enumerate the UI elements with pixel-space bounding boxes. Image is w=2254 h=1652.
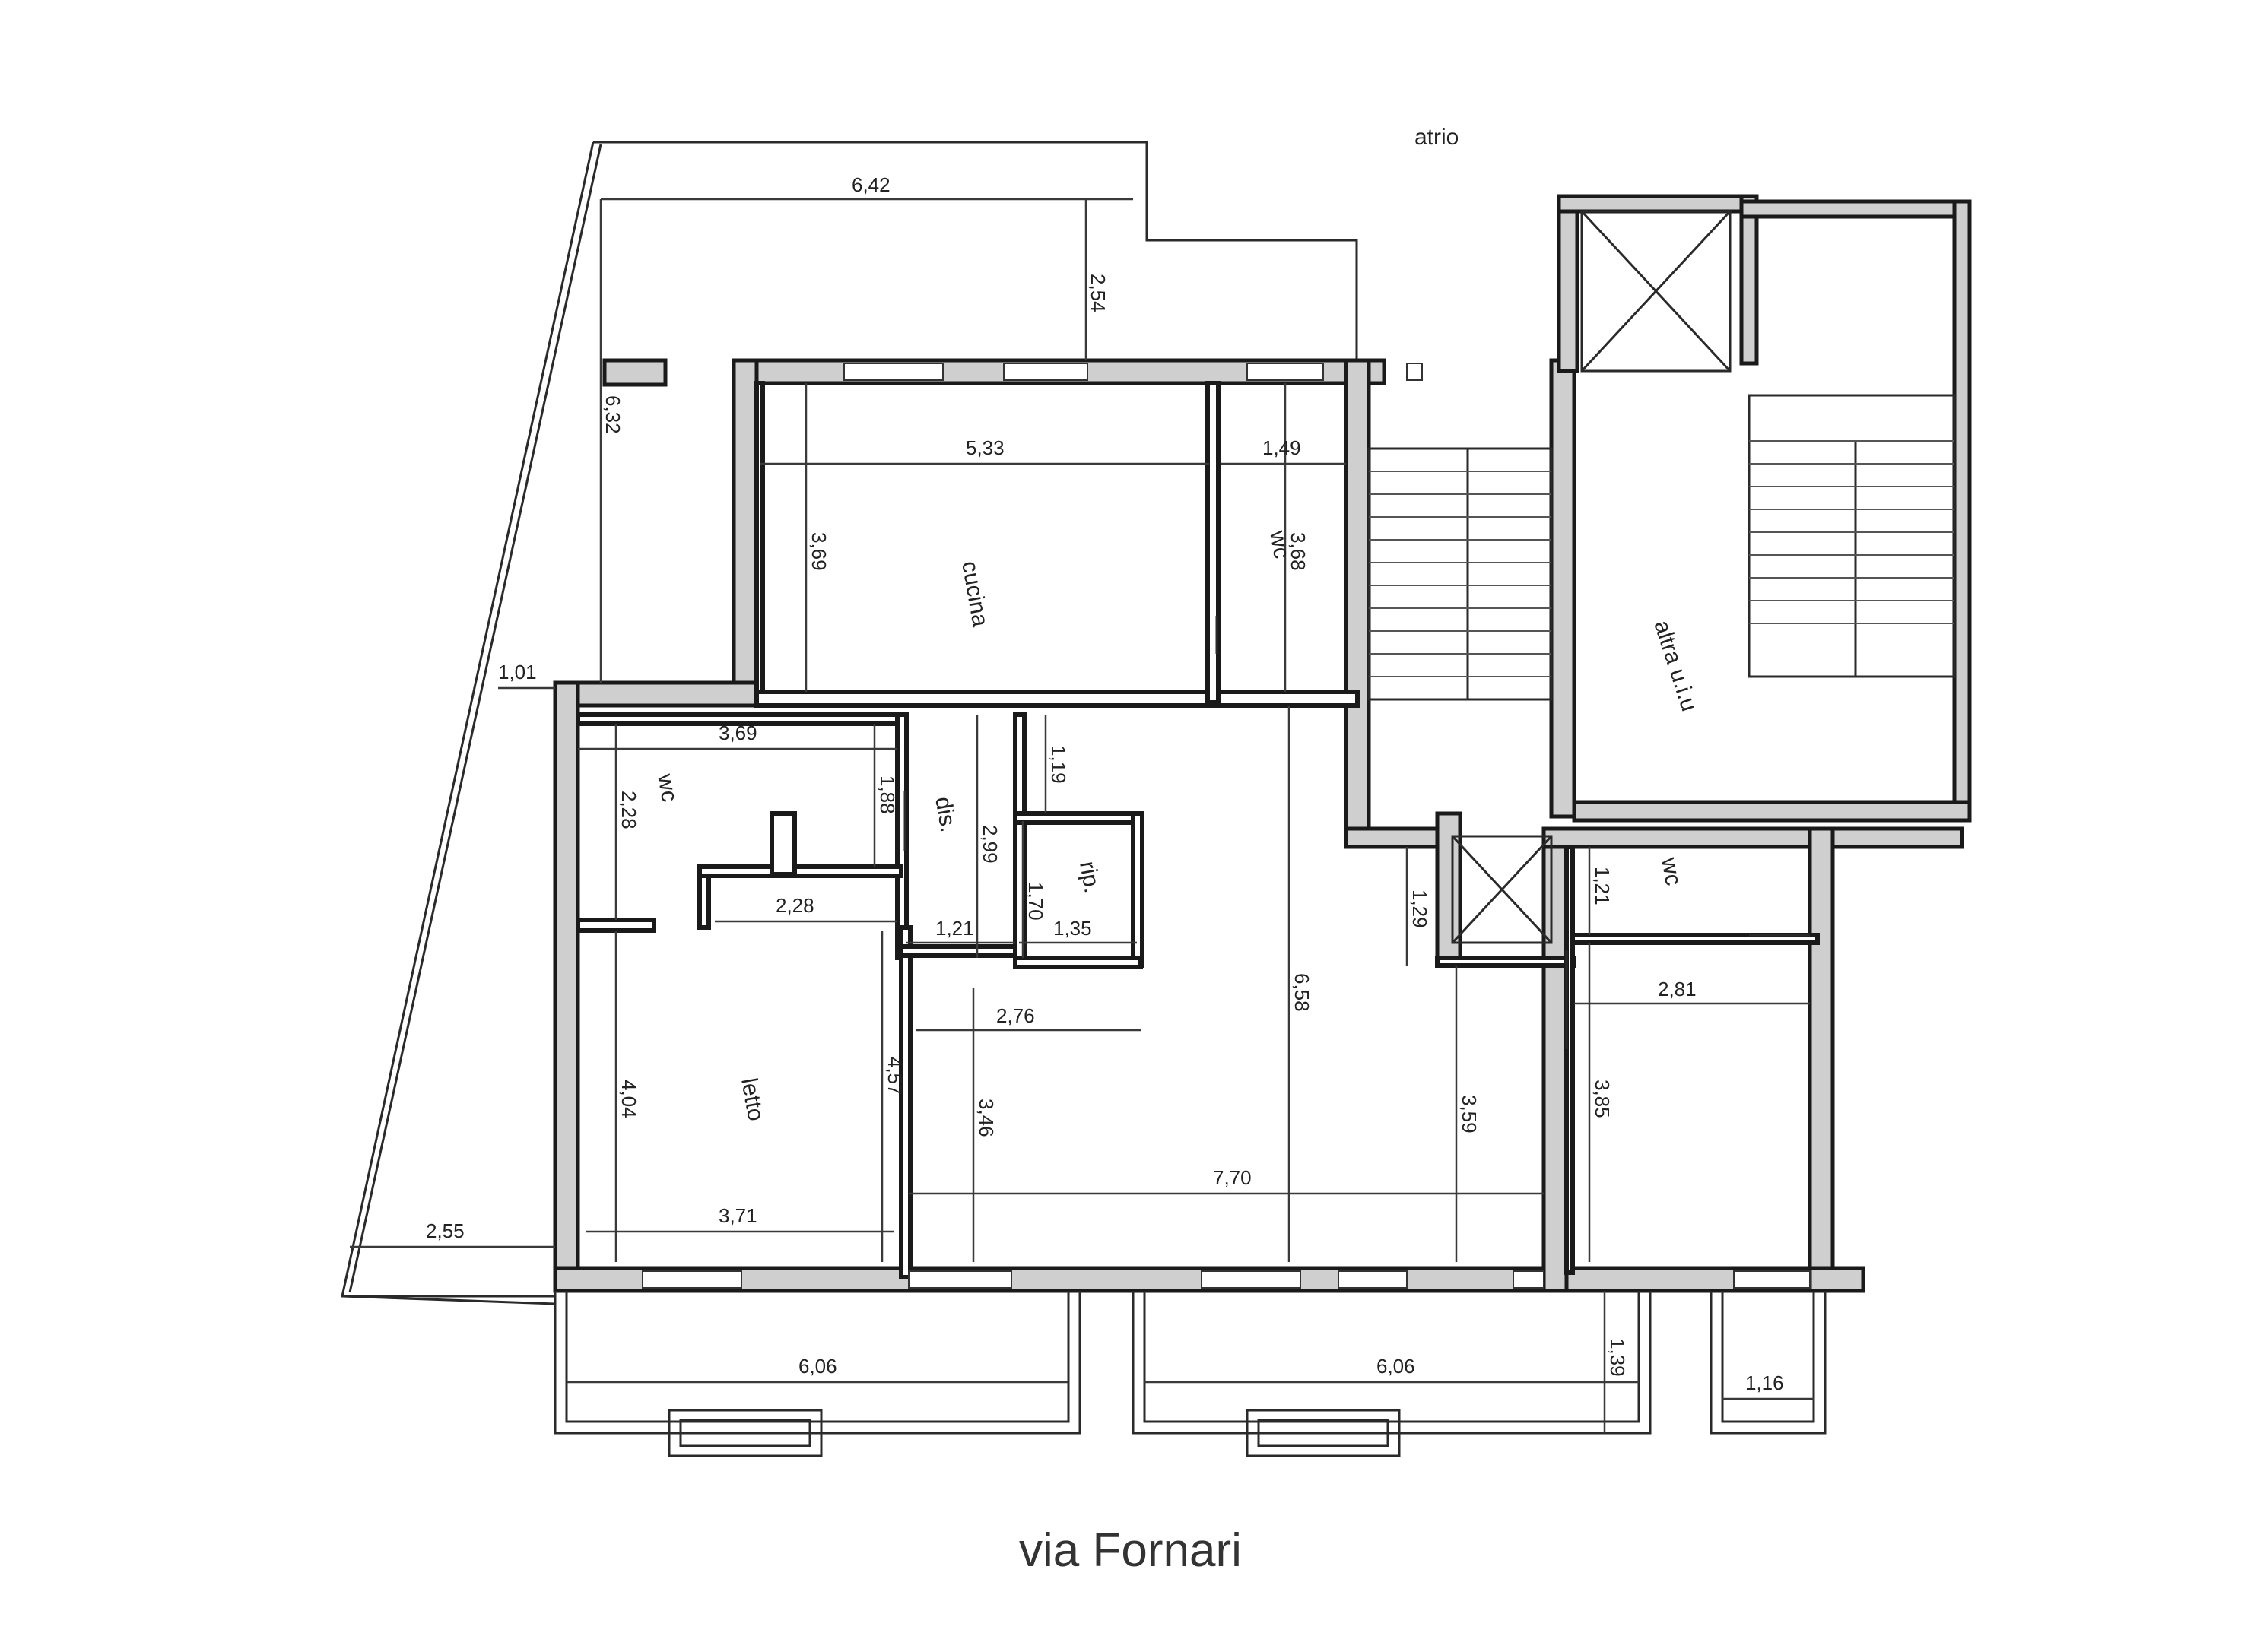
dim-label: 6,32 (602, 395, 624, 434)
dim-label: 1,29 (1408, 889, 1431, 928)
dim-label: 3,68 (1287, 532, 1310, 571)
doors (903, 616, 1810, 1049)
dim-label: 3,46 (975, 1099, 998, 1137)
dim-label: 1,21 (935, 917, 974, 940)
dim-label: 1,19 (1047, 745, 1070, 784)
street-label: via Fornari (1019, 1524, 1242, 1577)
outer-walls (553, 194, 1972, 1293)
label-cucina: cucina (957, 559, 993, 628)
dim-label: 2,99 (979, 825, 1002, 864)
dim-label: 6,42 (852, 173, 890, 196)
dim-label: 4,57 (884, 1057, 906, 1096)
label-altra: altra u.i.u (1649, 617, 1702, 715)
dim-label: 2,76 (996, 1004, 1035, 1027)
dim-label: 2,55 (426, 1219, 465, 1242)
dim-label: 3,69 (808, 532, 830, 571)
dim-label: 2,28 (617, 791, 640, 829)
dim-label: 3,71 (719, 1204, 757, 1227)
dim-label: 1,01 (498, 661, 537, 683)
dim-label: 3,59 (1458, 1095, 1481, 1134)
dim-label: 2,81 (1658, 978, 1697, 1000)
balconies (554, 1291, 1827, 1457)
elevator-top (1580, 210, 1732, 373)
label-dis: dis. (930, 794, 961, 834)
dim-label: 1,39 (1606, 1338, 1629, 1377)
dim-label: 2,28 (776, 894, 814, 917)
pillar (602, 358, 668, 387)
terrace-outline (341, 141, 1358, 1305)
label-rip: rip. (1075, 859, 1105, 895)
dim-label: 1,16 (1745, 1371, 1784, 1394)
label-wc-top: wc (1265, 528, 1294, 561)
dim-label: 1,21 (1591, 867, 1614, 905)
dim-label: 1,70 (1024, 882, 1047, 921)
dim-label: 2,54 (1087, 274, 1110, 312)
dim-label: 4,04 (617, 1080, 640, 1118)
stairs-right (1748, 394, 1956, 678)
dim-label: 5,33 (966, 436, 1005, 459)
label-wc-left: wc (652, 772, 682, 804)
label-atrio: atrio (1414, 125, 1459, 150)
dimension-lines (350, 198, 1814, 1433)
label-wc-right: wc (1656, 855, 1686, 888)
dim-label: 1,35 (1053, 917, 1092, 940)
stairs-left (1367, 447, 1553, 701)
elevator-bottom (1451, 835, 1553, 944)
windows-top (843, 363, 1423, 381)
dim-label: 6,06 (1376, 1355, 1415, 1378)
dim-label: 3,69 (719, 721, 757, 744)
dim-label: 3,85 (1591, 1080, 1614, 1118)
dim-label: 6,58 (1290, 973, 1313, 1012)
interior-walls (576, 381, 1820, 1279)
dim-label: 6,06 (798, 1355, 837, 1378)
dim-label: 7,70 (1213, 1166, 1252, 1189)
dim-label: 1,88 (876, 775, 899, 814)
label-letto: letto (736, 1076, 768, 1123)
windows-bottom (642, 1270, 1811, 1289)
dim-label: 1,49 (1262, 436, 1301, 459)
